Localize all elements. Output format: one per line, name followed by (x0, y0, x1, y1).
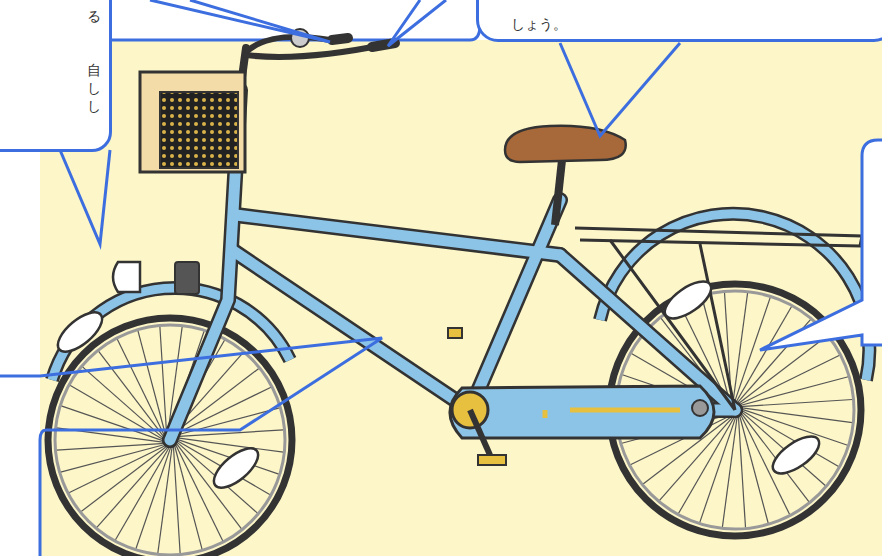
seat-post (555, 160, 562, 225)
spoke (733, 293, 748, 405)
front-fender (52, 288, 290, 380)
spoke (722, 416, 737, 528)
callout-bubble: る自 し し (0, 0, 112, 152)
spoke (738, 355, 839, 405)
spoke (56, 443, 165, 450)
callout-text: る (81, 7, 101, 25)
basket (140, 72, 245, 172)
spoke (136, 446, 171, 549)
spoke (160, 326, 167, 435)
spoke (176, 438, 284, 453)
spoke (741, 409, 848, 445)
spoke (738, 415, 745, 528)
front-fender (52, 288, 290, 380)
spoke-reflector (52, 275, 825, 495)
background-panel (40, 40, 882, 556)
callout-bubble-outline (760, 140, 882, 350)
spoke (741, 408, 853, 423)
spoke (740, 400, 853, 407)
rear-fender (600, 214, 869, 380)
rear-rack (575, 228, 862, 410)
callout-text: 自 し し (85, 61, 101, 115)
guard-stripe (545, 410, 680, 418)
rear-fender (600, 214, 869, 380)
handlebar (240, 37, 395, 92)
spoke (175, 443, 223, 541)
spoke (158, 446, 173, 554)
spoke (173, 445, 180, 554)
spoke (735, 306, 792, 404)
frame-fitting (448, 328, 462, 338)
callout-text: しょう。 (511, 15, 811, 33)
spoke (117, 339, 165, 437)
callout-bubble: しょう。 (476, 0, 882, 42)
spoke (70, 385, 164, 440)
pedal (478, 455, 506, 465)
crank-arm (470, 410, 490, 455)
spoke (115, 446, 170, 540)
chain-guard (450, 386, 714, 438)
spoke (741, 411, 826, 486)
callout-bubble-fill (0, 378, 38, 556)
callout-bubble-outline (0, 338, 382, 556)
headlamp (113, 262, 140, 292)
spoke (69, 445, 167, 493)
spoke (83, 367, 165, 439)
dynamo (175, 262, 199, 294)
spoke (97, 446, 169, 528)
rear-hub-bolt (692, 400, 708, 416)
basket-mesh (160, 92, 238, 168)
saddle (505, 126, 626, 162)
spoke (61, 406, 164, 441)
frame (170, 90, 735, 440)
